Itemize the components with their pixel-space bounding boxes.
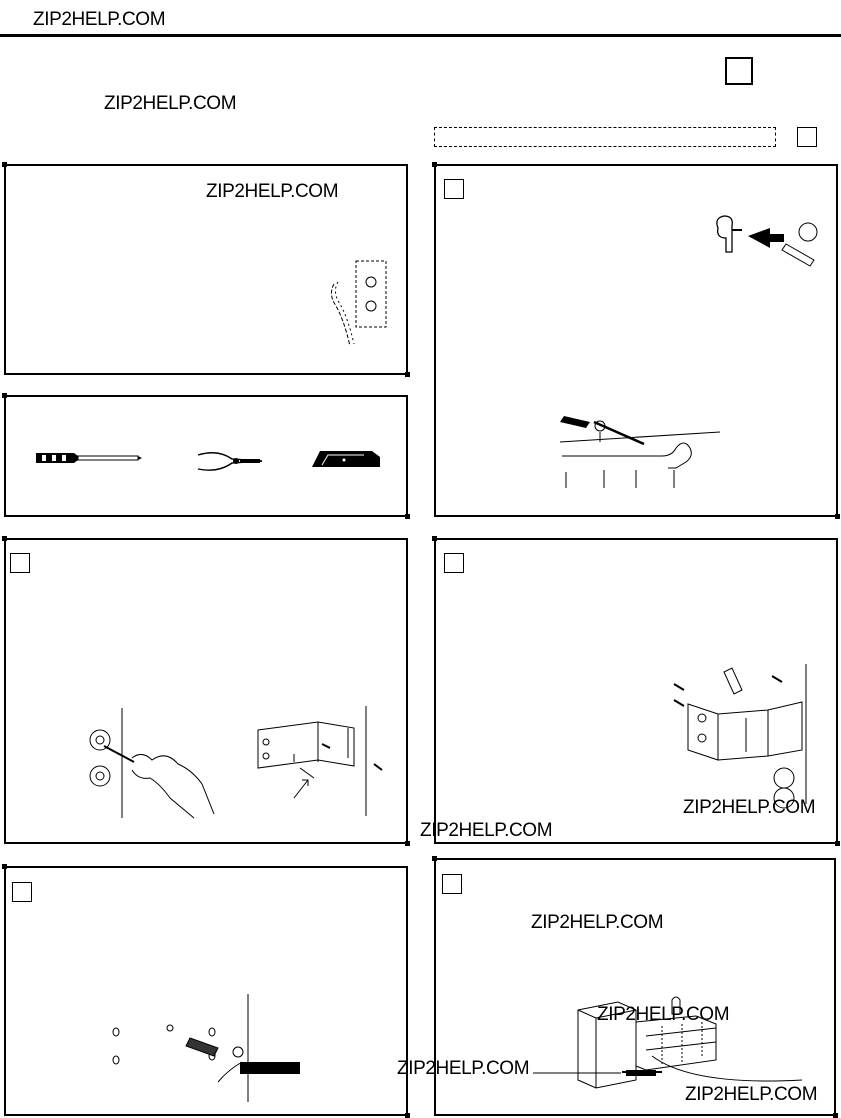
watermark-panel-7: ZIP2HELP.COM bbox=[531, 912, 664, 933]
watermark-panel-7-bottom: ZIP2HELP.COM bbox=[685, 1084, 818, 1105]
pliers-icon bbox=[196, 449, 266, 473]
panel-step-ice-maker bbox=[432, 856, 838, 1118]
panel-step-arm bbox=[432, 162, 840, 519]
step-number-box bbox=[444, 179, 464, 199]
title-number-box bbox=[725, 57, 753, 85]
fill-tube-insert-icon bbox=[108, 994, 300, 1104]
ice-maker-assembly-icon bbox=[572, 996, 822, 1116]
watermark-title: ZIP2HELP.COM bbox=[104, 93, 237, 114]
watermark-between-panels: ZIP2HELP.COM bbox=[420, 820, 553, 841]
bracket-screws-icon bbox=[668, 658, 818, 808]
model-number-field bbox=[434, 127, 776, 147]
panel-step-bracket bbox=[432, 536, 840, 846]
utility-knife-icon bbox=[312, 451, 380, 467]
step-number-box bbox=[444, 553, 464, 573]
mounting-bracket-icon bbox=[248, 706, 388, 818]
step-number-box bbox=[442, 874, 462, 894]
watermark-panel-1: ZIP2HELP.COM bbox=[206, 181, 339, 202]
wall-outlet-plug-icon bbox=[324, 256, 394, 351]
model-number-box bbox=[797, 127, 817, 147]
watermark-panel-5: ZIP2HELP.COM bbox=[683, 797, 816, 818]
panel-tools bbox=[2, 393, 410, 519]
arm-installed-icon bbox=[556, 416, 726, 488]
panel-step-fill-tube bbox=[2, 864, 410, 1118]
watermark-callout-left: ZIP2HELP.COM bbox=[397, 1058, 530, 1079]
remove-plug-hand-icon bbox=[84, 708, 224, 820]
callout-leader-line bbox=[533, 1072, 623, 1078]
step-number-box bbox=[12, 882, 32, 902]
screwdriver-icon bbox=[36, 453, 142, 463]
panel-step-plugs bbox=[2, 536, 410, 846]
shutoff-arm-detail-icon bbox=[712, 214, 822, 270]
watermark-callout-upper: ZIP2HELP.COM bbox=[597, 1004, 730, 1025]
step-number-box bbox=[10, 553, 30, 573]
header-rule bbox=[0, 34, 841, 37]
panel-intro bbox=[2, 162, 410, 377]
watermark-header: ZIP2HELP.COM bbox=[33, 9, 166, 30]
